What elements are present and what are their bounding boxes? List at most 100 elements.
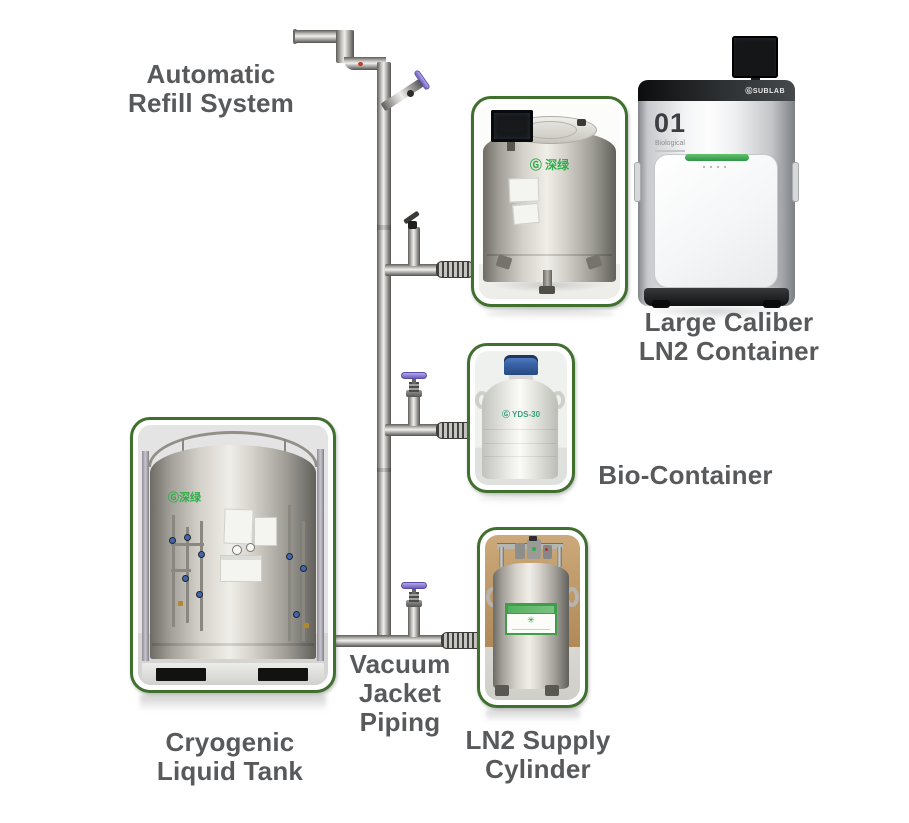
branch2-pipe	[385, 424, 439, 436]
pipe-elbow	[344, 57, 386, 70]
brand-text: SUBLAB	[752, 88, 785, 95]
side-pillar	[142, 451, 149, 661]
valve-knob-icon	[184, 534, 191, 541]
ln2-cylinder-photo: ✳	[485, 535, 580, 700]
pressure-gauge-icon	[232, 545, 242, 555]
branch1-stub	[408, 227, 420, 266]
cryogenic-tank-reflection	[140, 695, 326, 711]
valve-knob-icon	[198, 551, 205, 558]
large-container: ⒼSUBLAB 01 Biological	[634, 28, 799, 320]
cabinet-base	[644, 288, 789, 308]
container-reflection	[642, 308, 791, 320]
cabinet-handle	[792, 162, 799, 202]
tank-center-foot	[543, 270, 552, 288]
tank-pipe	[171, 543, 204, 546]
model-text: YDS-30	[512, 410, 541, 419]
pallet-slot	[156, 668, 206, 681]
branch3-valve-handle	[401, 582, 427, 589]
tank-pipe	[288, 505, 291, 641]
tank-pipe	[171, 569, 191, 572]
brand-mark-icon: Ⓖ	[501, 410, 510, 419]
branch2-valve-handle	[401, 372, 427, 379]
tank-lid-fitting	[577, 119, 586, 126]
branch1-flex-hose	[436, 261, 474, 278]
label-ln2-cylinder: LN2 Supply Cylinder	[465, 725, 611, 785]
cabinet-handle	[634, 162, 641, 202]
cryogenic-tank-photo: Ⓖ深绿	[138, 425, 328, 685]
label-large-caliber: Large Caliber LN2 Container	[638, 307, 820, 367]
branch1-valve-body	[408, 221, 417, 229]
dewar-neck	[509, 375, 533, 380]
label-cryogenic-tank: Cryogenic Liquid Tank	[156, 727, 304, 787]
cryo-tank-brand: Ⓖ深绿	[168, 489, 201, 505]
pallet-slot	[258, 668, 308, 681]
container-monitor	[732, 36, 778, 78]
tank-pallet	[142, 663, 324, 685]
valve-fitting	[543, 545, 552, 559]
cylinder-foot	[495, 685, 509, 696]
tank-sticker	[512, 202, 540, 226]
cylinder-label: ✳	[505, 603, 557, 635]
storage-tank-photo: Ⓖ 深绿	[479, 104, 620, 299]
tank-sticker	[254, 517, 277, 546]
dewar-ridge	[484, 429, 556, 430]
pipe-sleeve	[377, 468, 391, 472]
pipe-main-vertical	[377, 62, 391, 647]
valve-fitting	[515, 543, 525, 559]
bio-container-model: Ⓖ YDS-30	[475, 409, 567, 420]
branch2-stub	[408, 396, 420, 426]
storage-tank-frame: Ⓖ 深绿	[471, 96, 628, 307]
branch2-valve-stem-pin	[412, 378, 416, 384]
pipe-inlet-vertical	[336, 30, 354, 63]
valve-knob-icon	[529, 536, 537, 541]
tank-pipe	[302, 521, 305, 641]
ln2-cylinder-frame: ✳	[477, 527, 588, 708]
door-vent-dots	[703, 166, 731, 168]
caster-wheel	[652, 300, 670, 308]
valve-knob-icon	[196, 591, 203, 598]
cabinet-door	[654, 154, 778, 288]
tank-body-seam	[487, 254, 612, 256]
bio-container-frame: Ⓖ YDS-30	[467, 343, 575, 493]
unit-number: 01	[654, 108, 687, 138]
branch1-pipe	[385, 264, 439, 276]
cylinder-label-header	[507, 605, 555, 614]
unit-type-underline	[655, 150, 685, 152]
valve-green-dot	[532, 547, 536, 551]
label-vacuum-piping: Vacuum Jacket Piping	[349, 649, 451, 738]
label-text-line	[512, 629, 550, 630]
branch2-valve-stem	[409, 382, 419, 392]
tank-display-stand	[507, 142, 515, 151]
tank-sticker	[223, 508, 254, 545]
label-bio-container: Bio-Container	[598, 460, 773, 490]
storage-tank-brand: Ⓖ 深绿	[479, 156, 620, 173]
pressure-gauge-icon	[246, 543, 255, 552]
unit-type: Biological	[655, 140, 685, 147]
tank-caster	[539, 286, 555, 294]
valve-knob-icon	[169, 537, 176, 544]
brand-mark-icon: Ⓖ	[529, 158, 542, 172]
valve-knob-icon	[286, 553, 293, 560]
tank-display-screen	[491, 110, 533, 142]
handrail-stanchion	[284, 439, 286, 461]
pipe-joint-marker	[358, 62, 363, 66]
cryogenic-tank-frame: Ⓖ深绿	[130, 417, 336, 693]
branch3-valve-nut	[406, 600, 422, 607]
dewar-body	[482, 379, 558, 479]
dewar-cap	[504, 355, 538, 375]
control-panel-plate	[220, 555, 262, 582]
container-cabinet: ⒼSUBLAB 01 Biological	[634, 80, 799, 308]
cage-post	[557, 547, 562, 567]
brand-mark-icon: Ⓖ	[168, 492, 179, 504]
valve-knob-icon	[182, 575, 189, 582]
brand-mark-icon: Ⓖ	[745, 88, 753, 95]
branch3-stub	[408, 606, 420, 637]
branch3-pipe	[335, 635, 445, 647]
pipe-sleeve	[377, 225, 391, 230]
side-pillar	[317, 449, 324, 661]
cabinet-brand: ⒼSUBLAB	[745, 86, 785, 96]
dewar-ridge	[484, 443, 556, 444]
relief-valve-knob-icon	[407, 90, 414, 97]
tank-sticker	[508, 177, 540, 203]
